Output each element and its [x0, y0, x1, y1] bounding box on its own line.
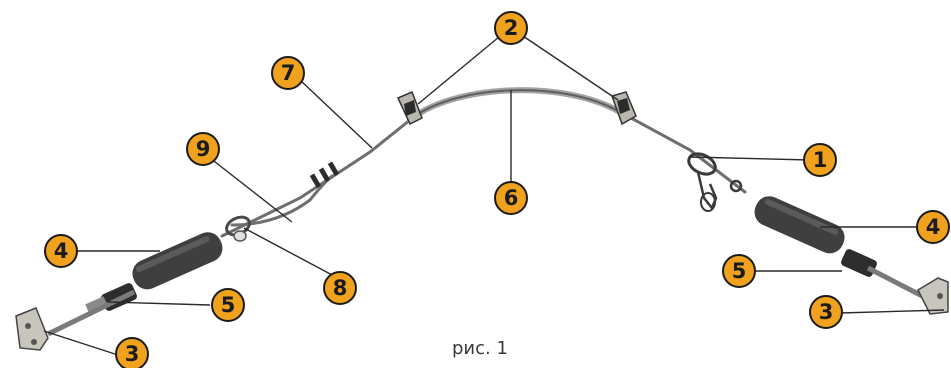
svg-text:5: 5	[221, 293, 236, 317]
callout-5-right: 5	[722, 254, 756, 288]
intermediate-bracket-left	[396, 91, 423, 126]
callout-3-right: 3	[809, 295, 843, 329]
svg-text:5: 5	[732, 259, 747, 283]
callout-8: 8	[323, 271, 357, 305]
end-anchor-bracket-left	[15, 307, 49, 351]
svg-text:1: 1	[813, 148, 828, 172]
leader-2a	[417, 31, 506, 105]
svg-text:6: 6	[504, 186, 519, 210]
cable-clamps	[309, 161, 340, 189]
steel-cable	[220, 87, 747, 238]
callout-4-right: 4	[916, 210, 950, 244]
leader-9	[209, 157, 293, 223]
turnbuckle-left	[85, 283, 137, 312]
callout-4-left: 4	[44, 234, 78, 268]
shock-absorber-right	[754, 196, 845, 254]
carabiner	[687, 152, 743, 212]
leader-8	[243, 227, 335, 277]
callout-7: 7	[271, 56, 305, 90]
leader-1	[689, 156, 811, 161]
svg-text:4: 4	[926, 215, 941, 239]
callout-3-left: 3	[115, 337, 149, 368]
callout-6: 6	[494, 181, 528, 215]
anchor-rod-left	[46, 289, 136, 337]
cable-thimble	[225, 215, 251, 242]
svg-text:4: 4	[54, 239, 69, 263]
leader-5-left	[107, 301, 211, 306]
callout-1: 1	[803, 143, 837, 177]
turnbuckle-right	[841, 249, 877, 277]
leader-3-left	[43, 330, 119, 356]
figure-caption: рис. 1	[452, 338, 508, 359]
callout-9: 9	[186, 132, 220, 166]
leader-7	[299, 79, 373, 149]
callout-5-left: 5	[211, 288, 245, 322]
svg-text:8: 8	[333, 276, 348, 300]
svg-text:3: 3	[125, 342, 140, 366]
leader-3-right	[839, 309, 945, 314]
shock-absorber-left	[132, 232, 223, 290]
svg-text:9: 9	[196, 137, 211, 161]
callout-2: 2	[494, 11, 528, 45]
svg-text:2: 2	[504, 16, 519, 40]
leader-2b	[516, 31, 619, 101]
end-anchor-bracket-right	[917, 277, 949, 315]
svg-text:3: 3	[819, 300, 834, 324]
leader-lines	[43, 31, 945, 356]
svg-text:7: 7	[281, 61, 296, 85]
